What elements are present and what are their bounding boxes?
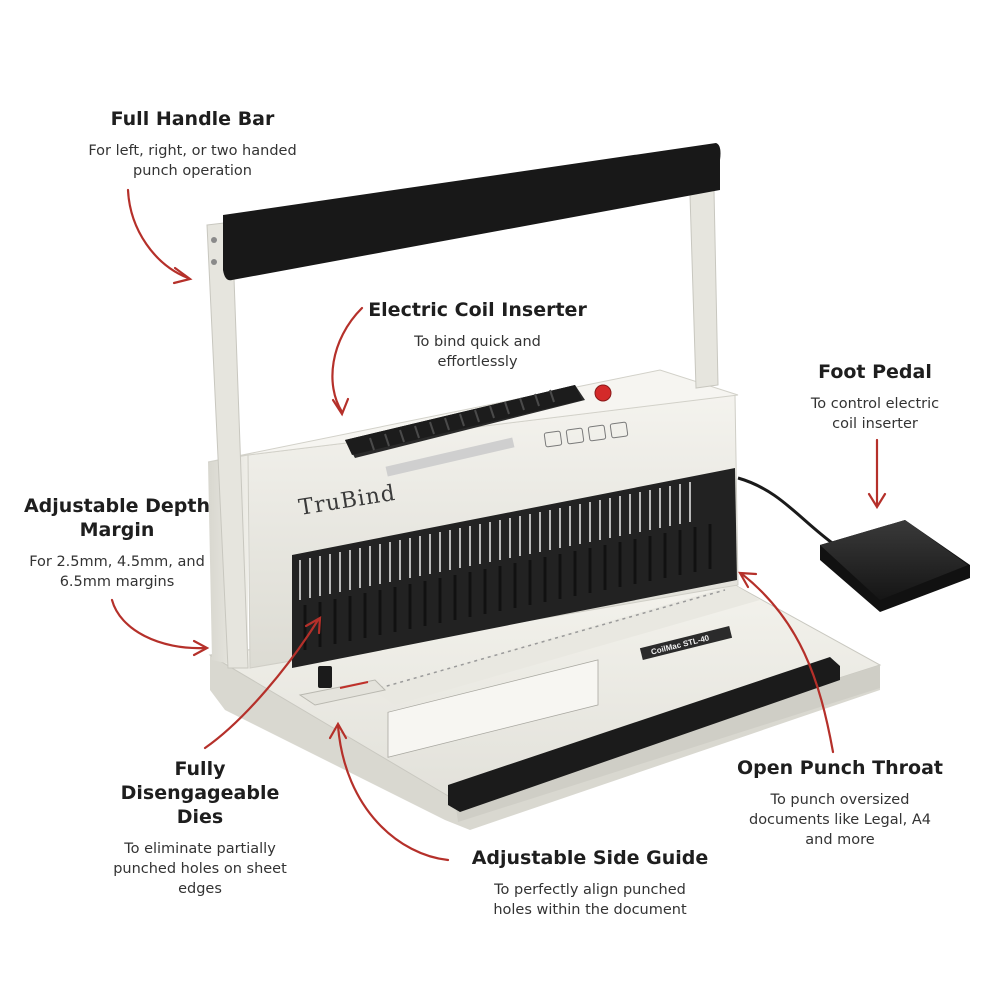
callout-coil-inserter: Electric Coil Inserter To bind quick and… bbox=[360, 298, 595, 372]
callout-title: Full Handle Bar bbox=[110, 108, 275, 130]
callout-title: Adjustable Depth Margin bbox=[23, 495, 211, 541]
arrow-guide-head bbox=[328, 721, 348, 740]
arrow-coil bbox=[331, 306, 364, 414]
callout-disengageable-dies: Fully Disengageable Dies To eliminate pa… bbox=[80, 757, 320, 899]
callout-description: For left, right, or two handed punch ope… bbox=[88, 143, 297, 179]
callout-side-guide: Adjustable Side Guide To perfectly align… bbox=[440, 846, 740, 920]
callout-description: To eliminate partially punched holes on … bbox=[113, 841, 287, 897]
callout-foot-pedal: Foot Pedal To control electric coil inse… bbox=[770, 360, 980, 434]
callout-title: Electric Coil Inserter bbox=[368, 299, 587, 321]
instruction-label bbox=[387, 659, 599, 758]
callout-description: For 2.5mm, 4.5mm, and 6.5mm margins bbox=[29, 554, 205, 590]
right-handle-post bbox=[689, 189, 719, 389]
callout-depth-margin: Adjustable Depth Margin For 2.5mm, 4.5mm… bbox=[22, 494, 212, 592]
callout-handle-bar: Full Handle Bar For left, right, or two … bbox=[80, 107, 305, 181]
pedal-cable bbox=[737, 476, 836, 547]
callout-description: To bind quick and effortlessly bbox=[414, 334, 541, 370]
arrow-handle-head bbox=[172, 266, 193, 285]
coil-inserter-roller bbox=[345, 385, 585, 477]
front-guide-bar bbox=[448, 657, 840, 812]
arrow-guide bbox=[336, 724, 450, 862]
callout-title: Fully Disengageable Dies bbox=[120, 758, 280, 828]
callout-title: Foot Pedal bbox=[818, 361, 932, 383]
red-power-button bbox=[594, 384, 612, 402]
arrow-throat-head bbox=[738, 571, 758, 589]
arrow-depth-head bbox=[192, 639, 210, 657]
side-guide-knob bbox=[318, 666, 332, 688]
arrow-throat bbox=[740, 572, 835, 754]
arrow-dies-head bbox=[304, 616, 322, 635]
paper-guide-area bbox=[372, 585, 760, 705]
punch-pins bbox=[299, 482, 691, 600]
callout-description: To perfectly align punched holes within … bbox=[493, 882, 687, 918]
arrow-pedal-head bbox=[867, 492, 887, 510]
arrow-dies bbox=[203, 618, 320, 750]
control-panel bbox=[543, 384, 629, 448]
callout-description: To punch oversized documents like Legal,… bbox=[748, 792, 931, 848]
foot-pedal bbox=[820, 520, 970, 612]
handle-bar-assembly bbox=[206, 143, 721, 669]
annotation-arrows bbox=[110, 188, 887, 862]
handle-grip bbox=[223, 143, 721, 281]
callout-description: To control electric coil inserter bbox=[810, 396, 940, 432]
base-tray: CoilMac STL-40 bbox=[208, 584, 882, 830]
arrow-coil-head bbox=[331, 397, 350, 417]
arrow-handle bbox=[126, 188, 190, 280]
arrow-depth bbox=[110, 598, 207, 650]
die-slots bbox=[303, 524, 712, 650]
callout-title: Adjustable Side Guide bbox=[471, 847, 709, 869]
callout-title: Open Punch Throat bbox=[737, 757, 943, 779]
callout-punch-throat: Open Punch Throat To punch oversized doc… bbox=[720, 756, 960, 850]
